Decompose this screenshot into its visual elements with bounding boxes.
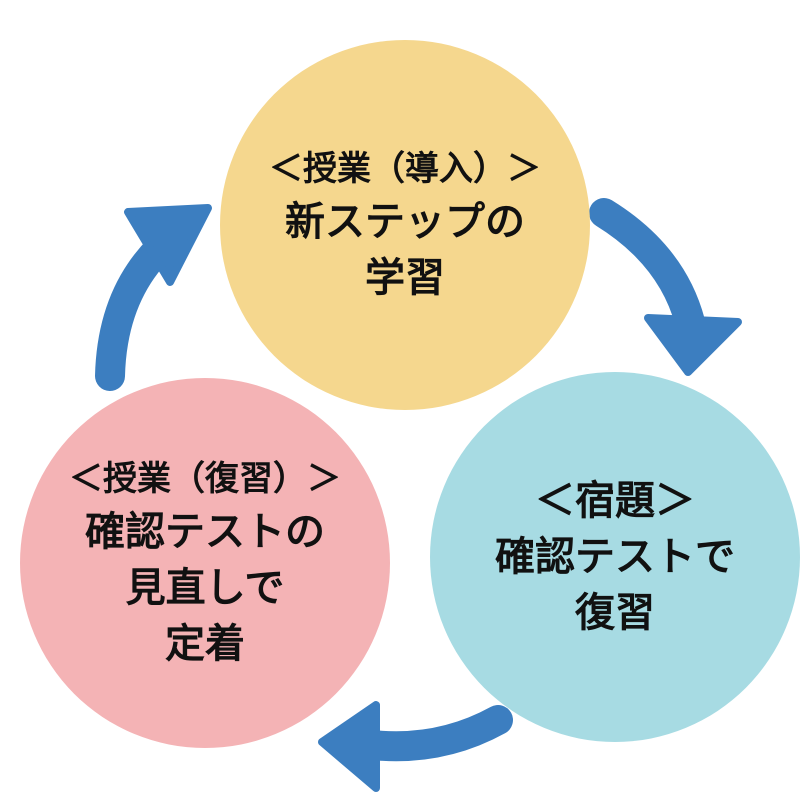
node-left-line-2: 見直しで — [125, 565, 285, 611]
node-right-line-2: 復習 — [575, 590, 655, 636]
node-left-line-1: 確認テストの — [85, 509, 325, 555]
node-homework: ＜宿題＞ 確認テストで 復習 — [430, 372, 800, 742]
arrow-left-to-top-icon — [95, 204, 212, 391]
node-lesson-introduction: ＜授業（導入）＞ 新ステップの 学習 — [220, 40, 590, 410]
node-top-label: ＜授業（導入）＞ — [269, 149, 541, 189]
node-top-line-1: 新ステップの — [285, 199, 525, 245]
node-left-line-3: 定着 — [165, 621, 245, 667]
arrow-right-to-left-icon — [318, 701, 513, 792]
arrow-top-to-right-icon — [589, 198, 742, 376]
node-lesson-review: ＜授業（復習）＞ 確認テストの 見直しで 定着 — [20, 378, 390, 748]
node-left-label: ＜授業（復習）＞ — [69, 459, 341, 499]
node-right-line-1: 確認テストで — [495, 534, 735, 580]
node-top-line-2: 学習 — [365, 255, 445, 301]
node-right-label: ＜宿題＞ — [535, 478, 695, 524]
